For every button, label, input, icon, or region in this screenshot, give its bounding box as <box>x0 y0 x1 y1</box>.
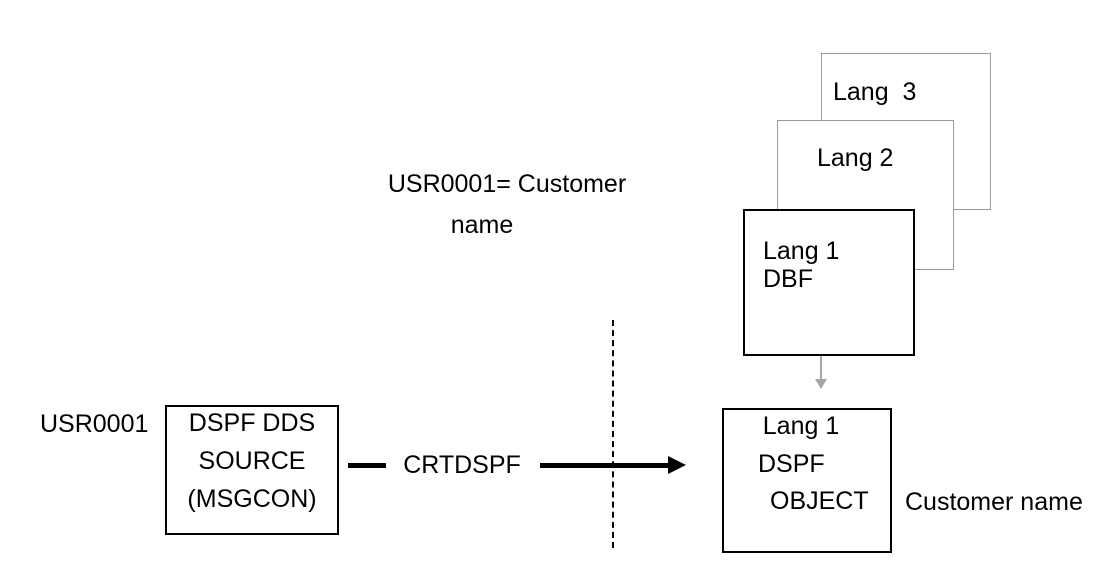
merge-arrow-shaft <box>820 356 822 382</box>
source-user-label: USR0001 <box>40 410 149 438</box>
legend-line-2: name <box>450 211 514 239</box>
compile-arrow-stub <box>348 463 386 468</box>
boundary-dashed-line <box>612 320 614 548</box>
legend-line-1: USR0001= Customer <box>387 170 627 198</box>
dspf-object-box-line2: DSPF <box>758 450 825 478</box>
lang1-dbf-box-line2: DBF <box>763 265 813 293</box>
source-box-line2: SOURCE <box>198 447 306 475</box>
source-box[interactable] <box>165 405 339 535</box>
lang2-box-label: Lang 2 <box>817 144 894 172</box>
compile-arrow-shaft <box>540 463 670 468</box>
source-box-line1: DSPF DDS <box>188 409 316 437</box>
dspf-object-box-line1: Lang 1 <box>762 412 840 440</box>
compile-command-label: CRTDSPF <box>403 451 521 479</box>
merge-arrow-head-icon <box>815 379 827 389</box>
object-caption-label: Customer name <box>905 488 1083 516</box>
lang3-box-label: Lang 3 <box>833 78 917 106</box>
lang1-dbf-box-line1: Lang 1 <box>763 237 840 265</box>
dspf-object-box-line3: OBJECT <box>770 487 869 515</box>
source-box-line3: (MSGCON) <box>187 485 317 513</box>
lang1-dbf-box[interactable] <box>743 209 915 356</box>
compile-arrow-head-icon <box>668 456 686 474</box>
dspf-object-box[interactable] <box>722 408 892 553</box>
